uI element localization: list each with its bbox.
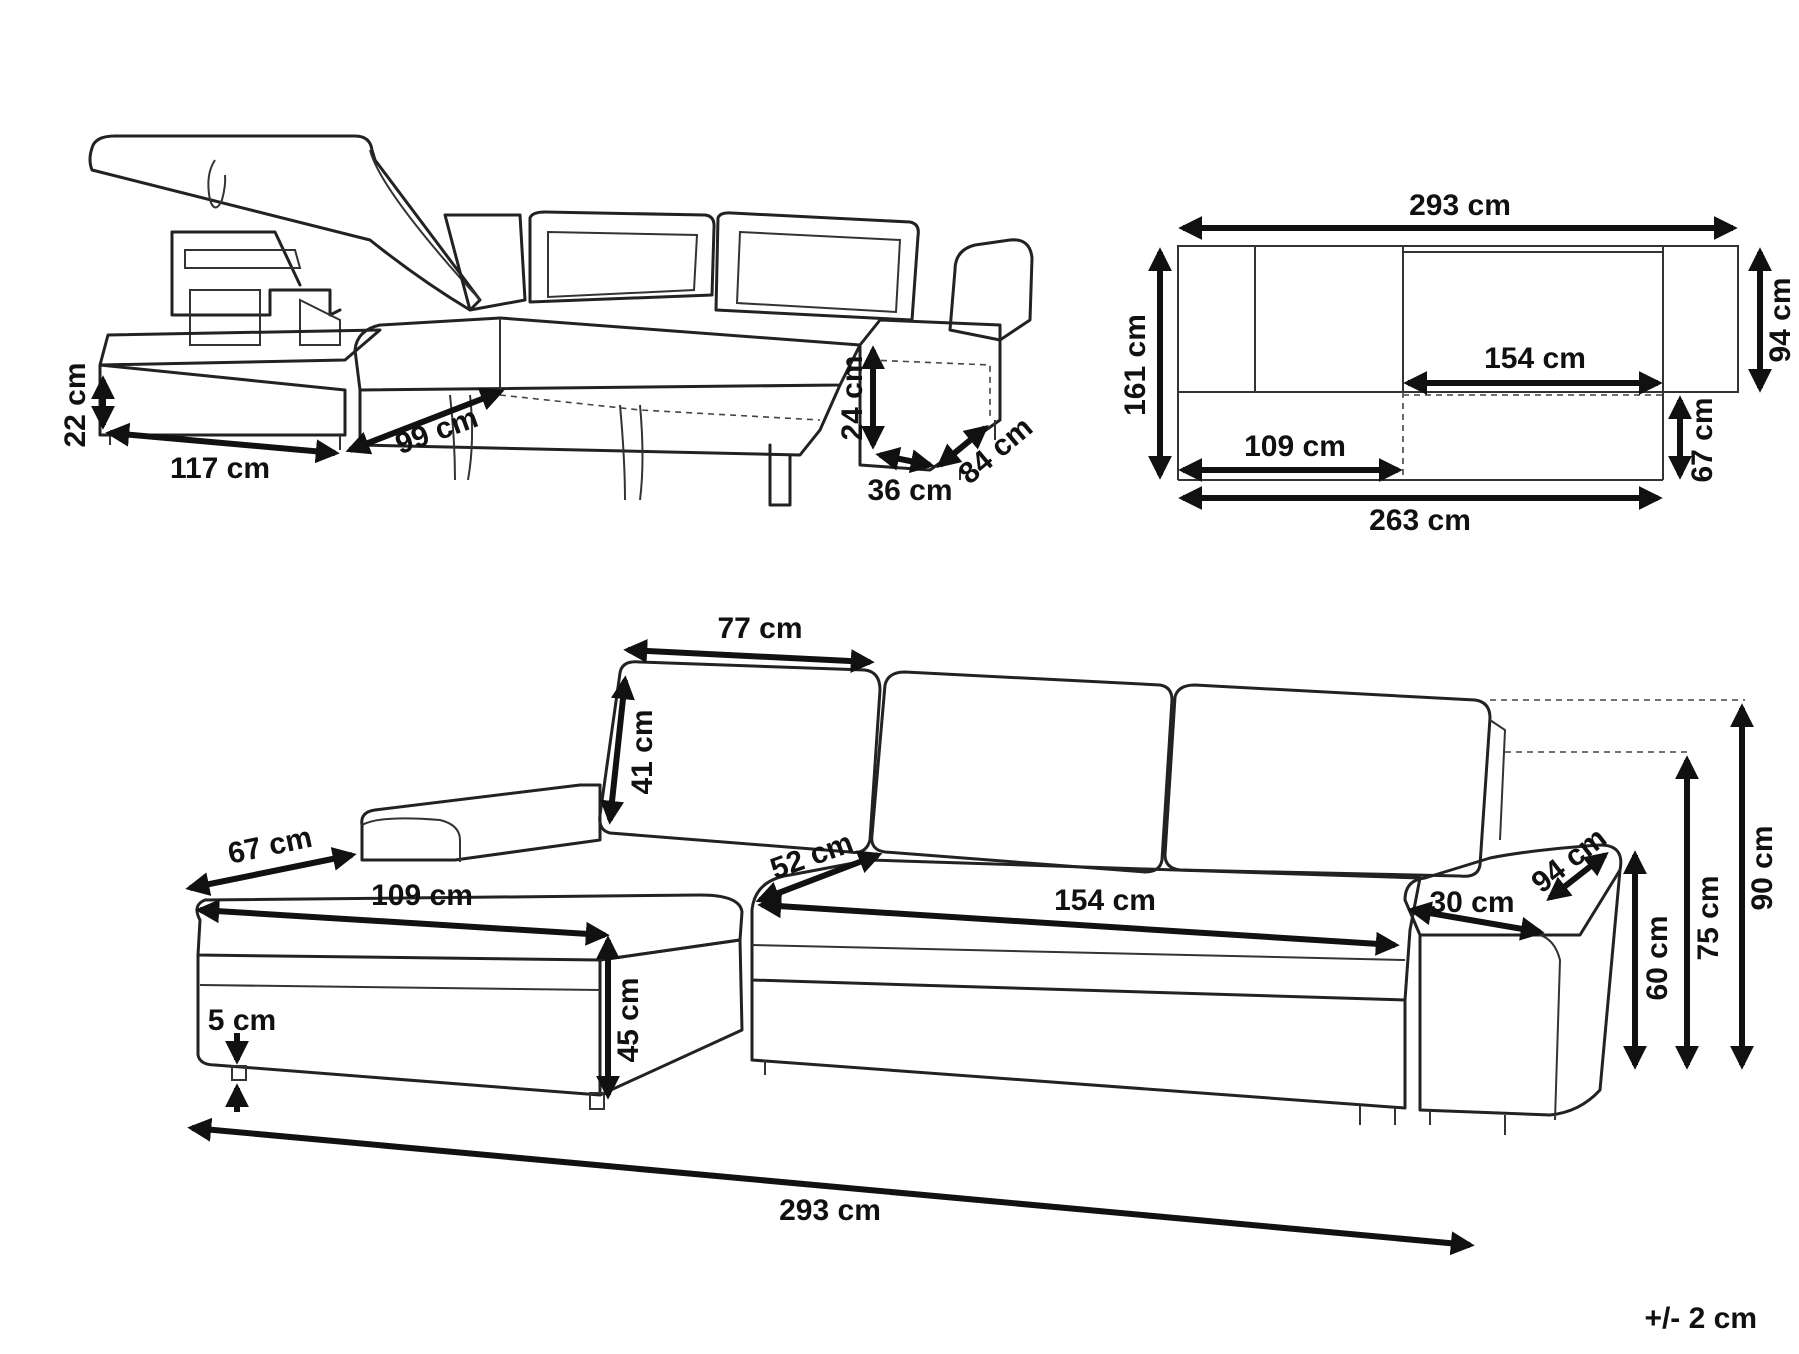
- label-293cm-top: 293 cm: [1409, 189, 1511, 222]
- label-22cm: 22 cm: [59, 362, 92, 447]
- label-109cm-front: 109 cm: [371, 879, 473, 912]
- storage-view: 22 cm 117 cm 99 cm 24 cm 36 cm 84 cm: [59, 134, 1039, 507]
- label-109cm-top: 109 cm: [1244, 430, 1346, 463]
- label-41cm: 41 cm: [626, 709, 659, 794]
- label-77cm: 77 cm: [717, 612, 802, 645]
- label-5cm: 5 cm: [208, 1004, 276, 1037]
- label-30cm: 30 cm: [1429, 886, 1514, 919]
- label-117cm: 117 cm: [170, 452, 270, 485]
- top-view: 293 cm 161 cm 94 cm 154 cm 109 cm 67 cm …: [1119, 189, 1797, 537]
- label-60cm: 60 cm: [1641, 915, 1674, 1000]
- label-263cm: 263 cm: [1369, 504, 1471, 537]
- label-161cm: 161 cm: [1119, 314, 1152, 416]
- label-67cm-top: 67 cm: [1686, 397, 1719, 482]
- label-94cm-top: 94 cm: [1764, 277, 1797, 362]
- label-99cm: 99 cm: [391, 401, 482, 461]
- tolerance-note: +/- 2 cm: [1644, 1302, 1757, 1335]
- front-view: 77 cm 41 cm 67 cm 109 cm 52 cm 154 cm 30…: [185, 612, 1779, 1256]
- label-90cm: 90 cm: [1746, 825, 1779, 910]
- label-24cm: 24 cm: [836, 355, 869, 440]
- label-36cm: 36 cm: [867, 474, 952, 507]
- label-293cm-front: 293 cm: [779, 1194, 881, 1227]
- label-154cm-top: 154 cm: [1484, 342, 1586, 375]
- label-75cm: 75 cm: [1692, 875, 1725, 960]
- label-45cm: 45 cm: [612, 977, 645, 1062]
- label-154cm-front: 154 cm: [1054, 884, 1156, 917]
